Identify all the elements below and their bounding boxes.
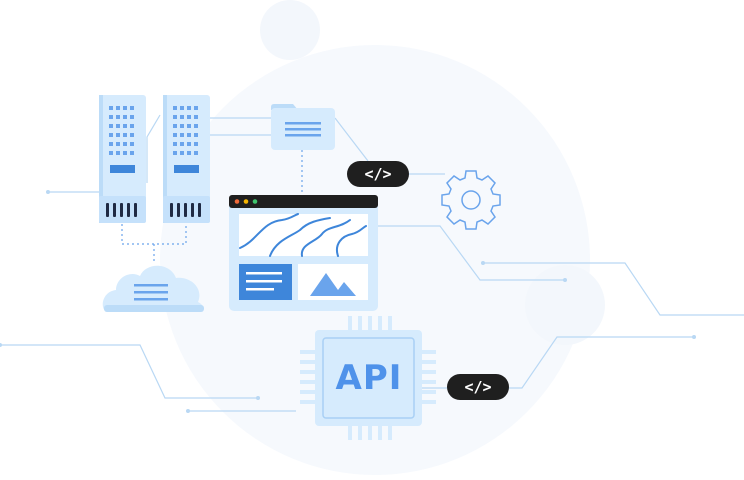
server-rack-icon — [163, 95, 210, 223]
connector-dots — [0, 190, 696, 413]
connector-lines — [0, 114, 744, 412]
server-rack-icon — [99, 95, 146, 223]
cpu-chip-icon — [300, 316, 436, 440]
browser-window-icon — [229, 195, 378, 311]
cloud-icon — [102, 265, 204, 312]
gear-icon — [441, 170, 501, 230]
dotted-connectors — [121, 150, 303, 262]
code-tag-icon: </> — [447, 374, 509, 400]
code-tag-icon: </> — [347, 161, 409, 187]
api-label: API — [335, 358, 403, 398]
background-circle-right — [525, 265, 605, 345]
background-circle-small — [260, 0, 320, 60]
folder-icon — [271, 104, 335, 150]
